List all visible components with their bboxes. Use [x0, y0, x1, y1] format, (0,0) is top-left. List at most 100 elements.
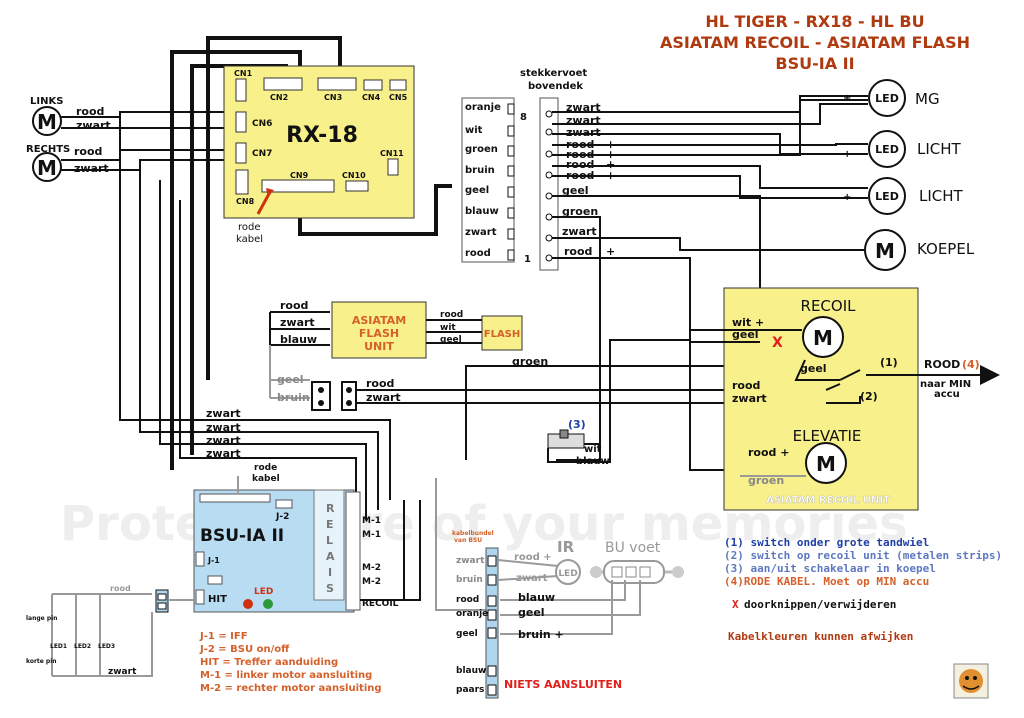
bundle-header-1: kabelbundel	[452, 530, 494, 537]
koepel-switch-num: (3)	[568, 418, 586, 431]
mg-plus: +	[843, 93, 851, 104]
stekker-left-zwart: zwart	[465, 227, 497, 238]
stekker-right-zwart-3: zwart	[566, 126, 601, 139]
naar-min-label: naar MIN	[920, 379, 971, 390]
accu-label: accu	[934, 389, 960, 400]
zwart-wire-4: zwart	[206, 447, 241, 460]
stekker-right-rood-3: rood	[566, 158, 594, 171]
bsu-m2-b: M-2	[362, 577, 381, 587]
stekker-left-groen: groen	[465, 144, 498, 155]
rood-min-label: ROOD	[924, 358, 960, 371]
bsu-board: R E L A I S rode kabel J-2 BSU-IA II J-1…	[193, 463, 421, 613]
legend-6: Kabelkleuren kunnen afwijken	[728, 630, 913, 643]
hit-led-2: LED2	[74, 643, 91, 650]
stekker-right-wires: zwart zwart zwart rood rood rood rood ge…	[552, 95, 868, 471]
title-line-1: HL TIGER - RX18 - HL BU	[705, 12, 924, 31]
bsu-bundle: kabelbundel van BSU zwart bruin rood ora…	[452, 530, 684, 699]
hit-zwart: zwart	[108, 667, 137, 677]
switch-1-label: (1)	[880, 356, 898, 369]
stekker-left-bruin: bruin	[465, 165, 495, 176]
motor-rechts-wire-rood: rood	[74, 145, 102, 158]
bundle-paars: paars	[456, 685, 484, 695]
bsu-notes: J-1 = IFF J-2 = BSU on/off HIT = Treffer…	[199, 631, 382, 694]
hit-led-1: LED1	[50, 643, 67, 650]
relais-s: S	[326, 582, 334, 595]
cn3-label: CN3	[324, 93, 342, 102]
motor-links-wire-zwart: zwart	[76, 119, 111, 132]
switch-2-label: (2)	[860, 390, 878, 403]
flash-unit: rood zwart blauw ASIATAM FLASH UNIT rood…	[269, 299, 523, 359]
output-koepel: M KOEPEL	[864, 229, 975, 271]
licht1-label: LICHT	[917, 140, 962, 158]
bsu-m1-a: M-1	[362, 516, 381, 526]
bsu-note-5: M-2 = rechter motor aansluiting	[200, 683, 382, 694]
ir-led-symbol: LED	[558, 569, 577, 579]
hit-leds: rood zwart lange pin korte pin LED1 LED2…	[26, 584, 194, 677]
plus-3: +	[606, 158, 615, 171]
mg-led-symbol: LED	[875, 92, 899, 105]
hit-rood: rood	[110, 584, 131, 593]
niets-aansluiten: NIETS AANSLUITEN	[504, 678, 622, 691]
stekker-left-oranje: oranje	[465, 102, 501, 113]
switch-connectors: geel bruin rood zwart groen	[269, 345, 826, 460]
koepel-switch: (3) wit blauw	[547, 339, 690, 467]
bundle-rood: rood	[456, 595, 479, 605]
title-line-3: BSU-IA II	[775, 54, 854, 73]
output-mg: LED MG +	[843, 79, 940, 117]
sw2-wire-zwart: zwart	[732, 392, 767, 405]
elevatie-motor-symbol: M	[816, 452, 836, 476]
bu-voet-label: BU voet	[605, 540, 661, 556]
title-line-2: ASIATAM RECOIL - ASIATAM FLASH	[660, 33, 970, 52]
bsu-note-1: J-1 = IFF	[199, 631, 248, 642]
stekker-left-geel: geel	[465, 185, 489, 196]
bsu-note-2: J-2 = BSU on/off	[199, 644, 290, 655]
rx18-note-line1: rode	[238, 222, 261, 233]
bsu-rode-kabel-1: rode	[254, 463, 277, 473]
cn4-label: CN4	[362, 93, 381, 102]
flash-unit-name-1: ASIATAM	[352, 314, 406, 327]
bu-wire-geel: geel	[518, 606, 545, 619]
flash-in-rood: rood	[280, 299, 308, 312]
stekkervoet: stekkervoet bovendek 8 1 oranje wit groe…	[461, 68, 587, 271]
legend-2: (2) switch op recoil unit (metalen strip…	[724, 549, 1002, 562]
zwart-wire-2: zwart	[206, 421, 241, 434]
flash-out-wit: wit	[440, 323, 456, 333]
ir-wire-rood: rood +	[514, 552, 552, 563]
bsu-recoil: RECOIL	[362, 599, 399, 609]
switch-wire-geel: geel	[277, 373, 304, 386]
rx18-title: RX-18	[286, 123, 358, 148]
stekker-right-geel: geel	[562, 184, 589, 197]
cn10-label: CN10	[342, 171, 366, 180]
switch-wire-rood: rood	[366, 377, 394, 390]
bsu-note-3: HIT = Treffer aanduiding	[200, 657, 338, 668]
motor-rechts-wire-zwart: zwart	[74, 162, 109, 175]
plus-5: +	[606, 245, 615, 258]
recoil-title: RECOIL	[801, 297, 857, 315]
bsu-m1-b: M-1	[362, 530, 381, 540]
bundle-oranje: oranje	[456, 609, 488, 619]
hit-lange-pin: lange pin	[26, 615, 57, 622]
motor-links-wire-rood: rood	[76, 105, 104, 118]
stekker-right-zwart-1: zwart	[566, 101, 601, 114]
stekker-pin-1: 1	[524, 254, 531, 265]
stekker-right-zwart-2: zwart	[566, 114, 601, 127]
bu-wire-bruin: bruin +	[518, 628, 564, 641]
stekker-right-rood-2: rood	[566, 148, 594, 161]
cut-mark: X	[772, 335, 783, 351]
relais-r: R	[326, 502, 335, 515]
flash-in-blauw: blauw	[280, 333, 317, 346]
flash-unit-name-3: UNIT	[364, 340, 394, 353]
stekker-right-rood-1: rood	[566, 138, 594, 151]
stekker-right-rood-5: rood	[564, 245, 592, 258]
bsu-note-4: M-1 = linker motor aansluiting	[200, 670, 372, 681]
stekker-header-2: bovendek	[528, 81, 583, 92]
relais-a: A	[326, 550, 335, 563]
output-licht-2: LED LICHT +	[843, 177, 964, 215]
koepel-switch-wire-blauw: blauw	[576, 456, 610, 467]
licht2-label: LICHT	[919, 187, 964, 205]
licht1-plus: +	[843, 149, 851, 160]
koepel-label: KOEPEL	[917, 240, 975, 258]
output-licht-1: LED LICHT +	[843, 130, 962, 168]
zwart-wires: zwart zwart zwart zwart	[119, 117, 488, 611]
